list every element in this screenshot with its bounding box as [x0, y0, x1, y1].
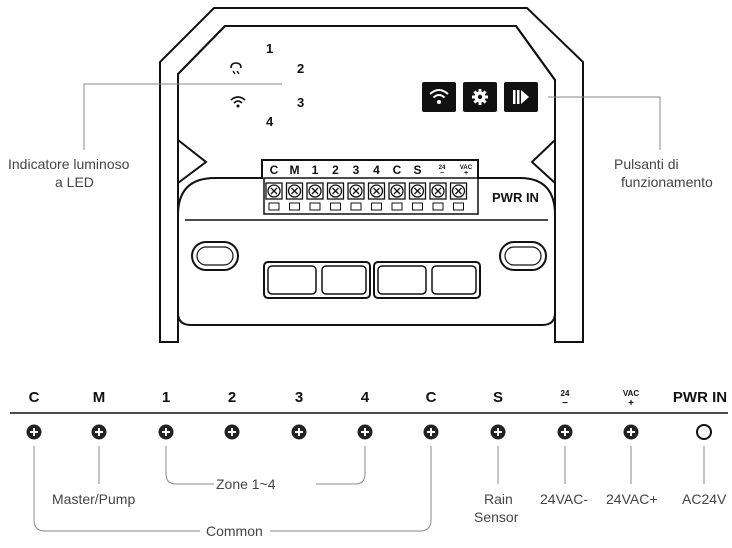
led-zone-2: 2	[297, 61, 305, 76]
buttons-callout-line1: Pulsanti di	[614, 156, 679, 172]
cable-entry-2	[373, 261, 481, 299]
wifi-button	[422, 82, 456, 112]
strip-vac-sub: +	[628, 398, 634, 409]
device-screw-terminal	[306, 182, 324, 211]
strip-header-label: 24	[560, 389, 570, 398]
mount-hole-left	[191, 241, 239, 271]
strip-header-label: PWR IN	[672, 389, 728, 406]
led-wifi-icon	[230, 96, 246, 108]
pwr-in-terminal	[696, 424, 712, 440]
gear-icon	[472, 89, 488, 105]
device-screw-terminal	[408, 182, 427, 211]
strip-header-label: C	[28, 389, 40, 406]
device-pwr-in: PWR IN	[492, 190, 539, 205]
device-terminal-vac: VAC	[459, 165, 473, 171]
strip-screw-terminal	[291, 424, 307, 440]
ac24v-label: AC24V	[682, 491, 727, 507]
strip-header-label: M	[92, 389, 106, 406]
device-terminal-24: 24	[438, 165, 446, 171]
led-leader	[83, 83, 282, 150]
zones-label: Zone 1~4	[216, 476, 276, 492]
strip-header-label: S	[492, 389, 503, 406]
common-label: Common	[206, 523, 263, 539]
common-leader	[33, 446, 432, 532]
buttons-leader	[548, 96, 661, 150]
led-rain-icon	[230, 62, 242, 75]
strip-screw-terminal	[357, 424, 373, 440]
device-screw-terminal	[367, 182, 386, 211]
strip-screw-terminal	[557, 424, 573, 440]
strip-screw-terminal	[224, 424, 240, 440]
device-terminal-label: C	[392, 163, 402, 177]
strip-24-sub: −	[562, 398, 568, 409]
device-terminal-vac-sub: +	[463, 170, 469, 177]
device-terminal-label: 4	[373, 163, 380, 177]
device-screw-terminal	[285, 182, 304, 211]
buttons-callout-line2: funzionamento	[621, 174, 713, 190]
cable-entry-1	[263, 261, 371, 299]
device-terminal-label: 2	[332, 163, 339, 177]
strip-header-label: 1	[161, 389, 171, 406]
strip-screw-terminal	[26, 424, 42, 440]
device-screw-terminal	[265, 182, 283, 211]
device-terminal-24-sub: −	[439, 170, 445, 177]
device-screw-terminal	[429, 182, 447, 211]
strip-screw-terminal	[423, 424, 439, 440]
led-zone-3: 3	[297, 95, 305, 110]
strip-header-label: 2	[227, 389, 237, 406]
strip-header-label: 3	[294, 389, 304, 406]
zones-leader	[165, 446, 366, 485]
strip-screw-terminal	[158, 424, 174, 440]
rain-label-line2: Sensor	[474, 509, 519, 525]
strip-header-label: VAC	[622, 389, 640, 398]
device-terminal-label: 3	[352, 163, 360, 177]
master-pump-label: Master/Pump	[52, 491, 136, 507]
strip-screw-terminal	[91, 424, 107, 440]
vac-minus-label: 24VAC-	[540, 491, 588, 507]
strip-header-label: 4	[360, 389, 370, 406]
mount-hole-right	[499, 241, 547, 271]
device-screw-terminal	[388, 182, 406, 211]
device-screw-terminal	[326, 182, 345, 211]
led-zone-4: 4	[266, 114, 274, 129]
wifi-icon	[429, 89, 449, 104]
housing	[177, 25, 556, 326]
led-zone-1: 1	[266, 41, 274, 56]
play-pause-icon	[513, 90, 529, 104]
strip-header-label: C	[425, 389, 437, 406]
device-terminal-label: S	[413, 163, 422, 177]
device-screw-terminal	[449, 182, 468, 211]
device-terminal-label: M	[289, 163, 300, 177]
terminal-block	[263, 177, 479, 215]
rain-label-line1: Rain	[484, 491, 513, 507]
device-terminal-label: C	[269, 163, 279, 177]
device-terminal-label: 1	[311, 163, 319, 177]
strip-screw-terminal	[623, 424, 639, 440]
strip-screw-terminal	[490, 424, 506, 440]
led-callout-line2: a LED	[55, 174, 94, 190]
vac-plus-label: 24VAC+	[606, 491, 658, 507]
led-callout-line1: Indicatore luminoso	[8, 156, 130, 172]
device-screw-terminal	[347, 182, 365, 211]
